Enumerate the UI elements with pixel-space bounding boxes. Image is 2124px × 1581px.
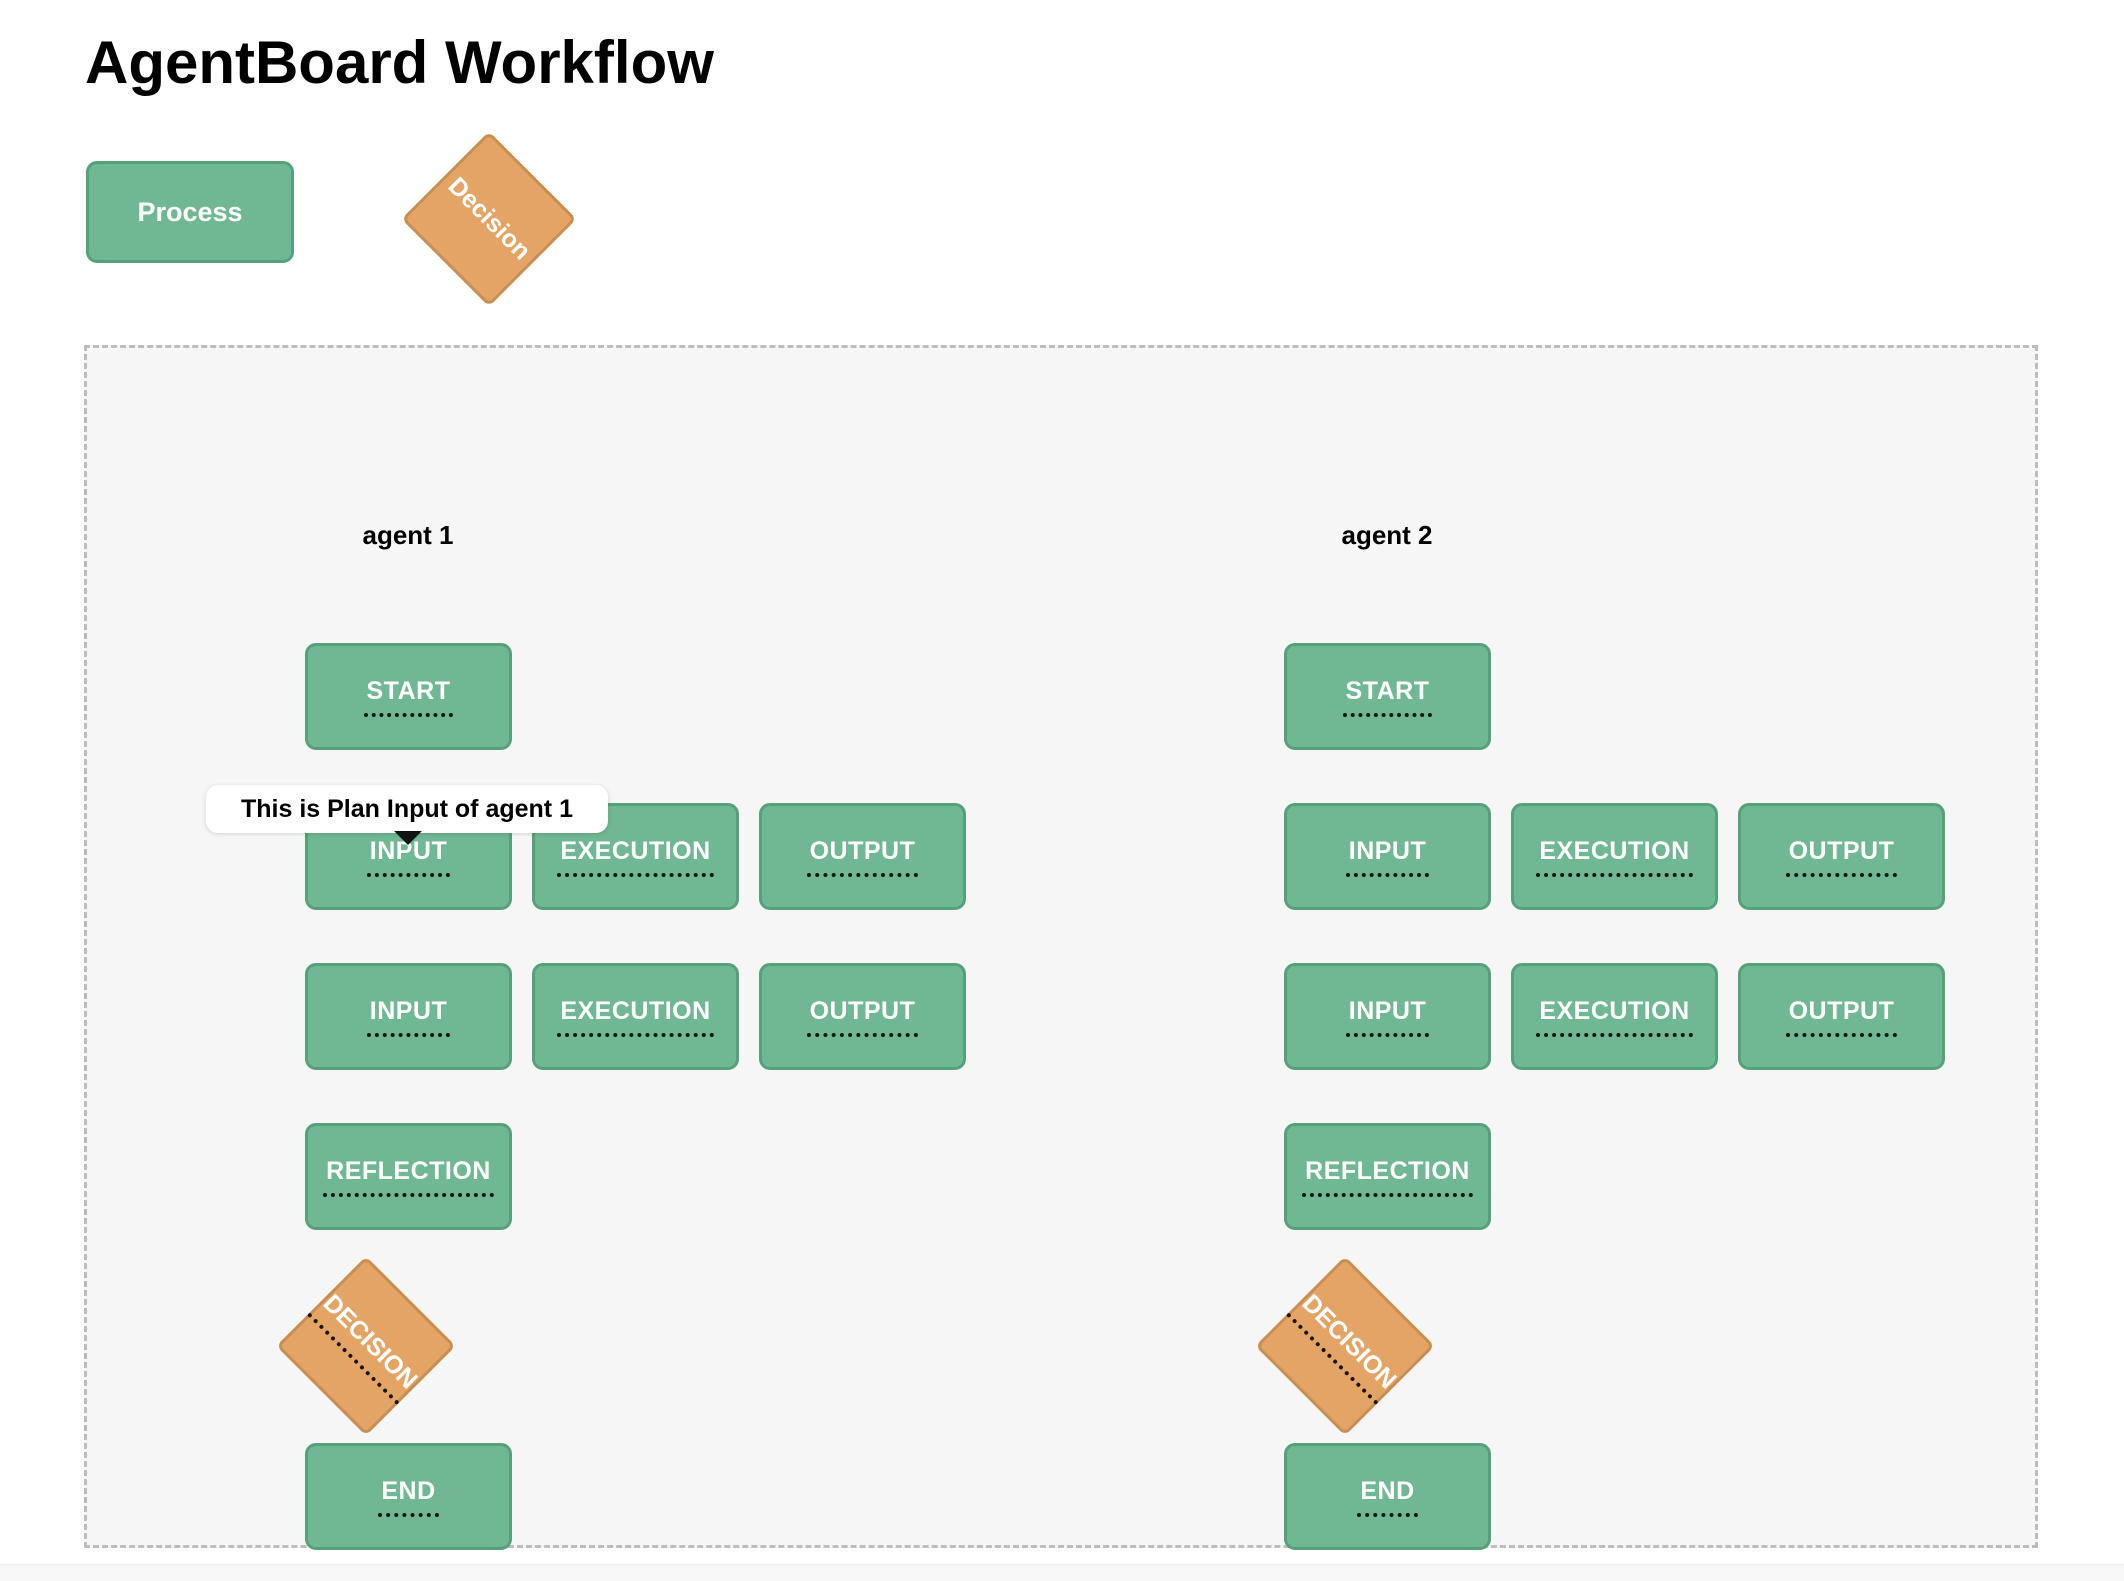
node-label: REFLECTION <box>323 1157 494 1197</box>
node-label: END <box>378 1477 439 1517</box>
node-label: REFLECTION <box>1302 1157 1473 1197</box>
node-label: INPUT <box>1345 997 1430 1037</box>
node-label: INPUT <box>366 997 451 1037</box>
agent-1-node-execution-2[interactable]: EXECUTION <box>532 963 739 1070</box>
page-title: AgentBoard Workflow <box>85 29 714 96</box>
agent-1-node-reflection[interactable]: REFLECTION <box>305 1123 512 1230</box>
agent-1-node-output-2[interactable]: OUTPUT <box>759 963 966 1070</box>
node-label: OUTPUT <box>1785 997 1898 1037</box>
workflow-panel: agent 1 START INPUT EXECUTION OUTPUT INP… <box>84 345 2038 1550</box>
page-bottom-strip <box>0 1564 2124 1581</box>
agent-1-node-end[interactable]: END <box>305 1443 512 1550</box>
agent-1-label: agent 1 <box>362 520 454 550</box>
tooltip-arrow-icon <box>394 831 422 845</box>
legend-process-node: Process <box>86 161 294 263</box>
agent-2-node-execution-1[interactable]: EXECUTION <box>1511 803 1718 910</box>
node-label: EXECUTION <box>1536 997 1693 1037</box>
agent-2-node-output-2[interactable]: OUTPUT <box>1738 963 1945 1070</box>
node-label: START <box>1342 677 1433 717</box>
node-label: END <box>1357 1477 1418 1517</box>
node-label: OUTPUT <box>806 837 919 877</box>
agent-1-node-execution-1[interactable]: EXECUTION <box>532 803 739 910</box>
agent-2-node-input-2[interactable]: INPUT <box>1284 963 1491 1070</box>
node-label: EXECUTION <box>557 997 714 1037</box>
node-label: OUTPUT <box>1785 837 1898 877</box>
node-label: OUTPUT <box>806 997 919 1037</box>
agent-2-node-reflection[interactable]: REFLECTION <box>1284 1123 1491 1230</box>
agent-2-label: agent 2 <box>1341 520 1433 550</box>
node-label: EXECUTION <box>557 837 714 877</box>
agent-1-node-output-1[interactable]: OUTPUT <box>759 803 966 910</box>
agent-2-node-input-1[interactable]: INPUT <box>1284 803 1491 910</box>
agent-2-node-execution-2[interactable]: EXECUTION <box>1511 963 1718 1070</box>
agent-2-node-start[interactable]: START <box>1284 643 1491 750</box>
node-label: EXECUTION <box>1536 837 1693 877</box>
node-label: START <box>363 677 454 717</box>
agent-1-node-input-2[interactable]: INPUT <box>305 963 512 1070</box>
agent-1-node-start[interactable]: START <box>305 643 512 750</box>
agent-2-node-output-1[interactable]: OUTPUT <box>1738 803 1945 910</box>
node-label: INPUT <box>1345 837 1430 877</box>
tooltip: This is Plan Input of agent 1 <box>206 785 608 833</box>
agent-2-node-end[interactable]: END <box>1284 1443 1491 1550</box>
tooltip-text: This is Plan Input of agent 1 <box>241 794 573 823</box>
legend-process-label: Process <box>137 196 243 227</box>
